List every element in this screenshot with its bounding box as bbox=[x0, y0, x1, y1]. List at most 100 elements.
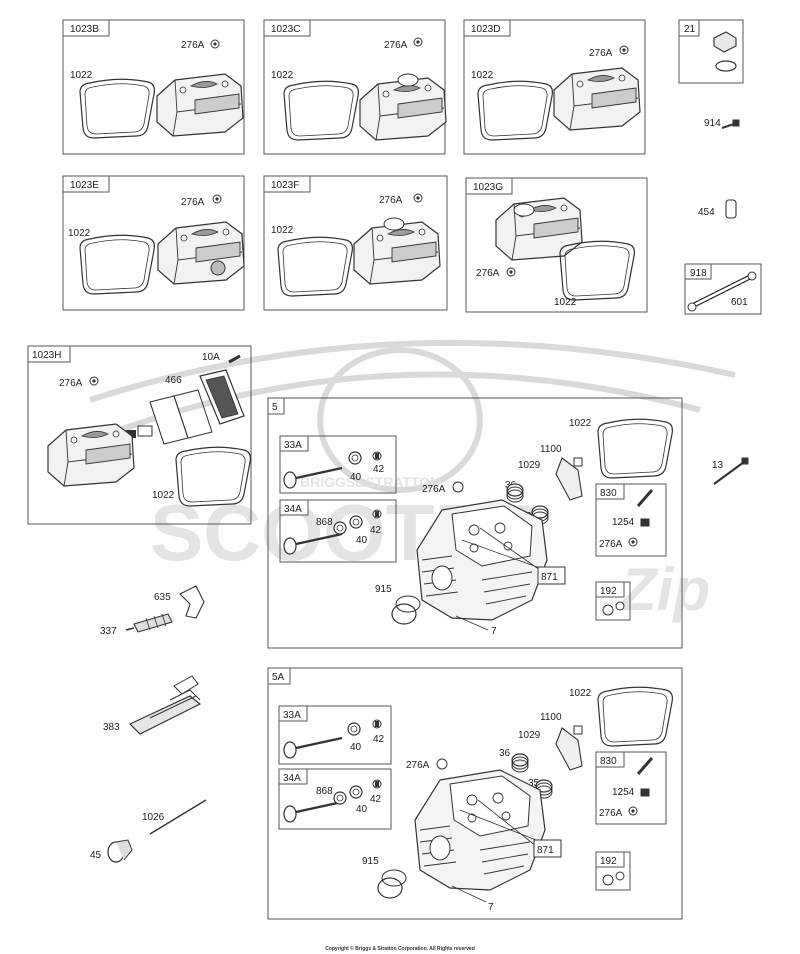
tab-5A: 5A bbox=[272, 672, 285, 683]
label-1022: 1022 bbox=[152, 490, 175, 501]
tab-1023H: 1023H bbox=[32, 350, 61, 361]
label-1254: 1254 bbox=[612, 787, 635, 798]
group-1023H: 1023H 10A 276A 466 1022 bbox=[27, 345, 252, 525]
label-40: 40 bbox=[350, 742, 362, 753]
group-34A: 34A 868 42 40 bbox=[278, 768, 392, 830]
group-33A: 33A 40 42 bbox=[278, 705, 392, 765]
label-276A: 276A bbox=[599, 539, 623, 550]
part-454 bbox=[725, 199, 737, 219]
label-40: 40 bbox=[350, 472, 362, 483]
tab-34A: 34A bbox=[283, 773, 301, 784]
group-5: 5 1022 1100 1029 276A 36 35 871 915 7 bbox=[267, 397, 683, 649]
bolt-914 bbox=[721, 123, 735, 129]
tab-1023F: 1023F bbox=[271, 180, 299, 191]
label-868: 868 bbox=[316, 786, 333, 797]
label-1254: 1254 bbox=[612, 517, 635, 528]
tab-830: 830 bbox=[600, 488, 617, 499]
tab-1023D: 1023D bbox=[471, 24, 500, 35]
label-1022: 1022 bbox=[271, 225, 294, 236]
tab-5: 5 bbox=[272, 402, 278, 413]
label-871: 871 bbox=[541, 572, 558, 583]
ignition-armature bbox=[128, 695, 202, 735]
group-192: 192 bbox=[595, 581, 631, 621]
label-276A: 276A bbox=[422, 484, 446, 495]
watermark: BRIGGS&STRATTON SCOOTER Zip bbox=[89, 339, 736, 623]
label-42: 42 bbox=[373, 734, 385, 745]
group-34A: 34A 868 42 40 bbox=[279, 499, 397, 563]
label-276A: 276A bbox=[379, 195, 403, 206]
label-1022: 1022 bbox=[554, 297, 577, 308]
label-1029: 1029 bbox=[518, 730, 541, 741]
label-1022: 1022 bbox=[271, 70, 294, 81]
label-40: 40 bbox=[356, 535, 368, 546]
group-192: 192 bbox=[595, 851, 631, 891]
group-1023F: 1023F 276A 1022 bbox=[263, 175, 448, 311]
label-1022: 1022 bbox=[68, 228, 91, 239]
label-635: 635 bbox=[154, 592, 171, 603]
label-1026: 1026 bbox=[142, 812, 165, 823]
label-276A: 276A bbox=[181, 40, 205, 51]
tab-1023E: 1023E bbox=[70, 180, 99, 191]
label-10A: 10A bbox=[202, 352, 220, 363]
tab-33A: 33A bbox=[284, 440, 302, 451]
tab-192: 192 bbox=[600, 586, 617, 597]
label-1100: 1100 bbox=[540, 712, 562, 723]
tab-34A: 34A bbox=[284, 504, 302, 515]
label-915: 915 bbox=[375, 584, 392, 595]
label-7: 7 bbox=[491, 626, 497, 637]
label-466: 466 bbox=[165, 375, 182, 386]
group-33A: 33A 40 42 bbox=[279, 435, 397, 494]
group-21: 21 bbox=[678, 19, 744, 84]
label-337: 337 bbox=[100, 626, 117, 637]
label-276A: 276A bbox=[181, 197, 205, 208]
label-915: 915 bbox=[362, 856, 379, 867]
group-1023G: 1023G 276A 1022 bbox=[465, 177, 648, 313]
label-1022: 1022 bbox=[471, 70, 494, 81]
spark-plug-boot bbox=[179, 585, 205, 619]
label-1022: 1022 bbox=[70, 70, 93, 81]
tab-1023B: 1023B bbox=[70, 24, 99, 35]
group-830: 830 1254 276A bbox=[595, 751, 667, 825]
tab-1023C: 1023C bbox=[271, 24, 300, 35]
group-1023D: 1023D 276A 1022 bbox=[463, 19, 646, 155]
spark-plug bbox=[133, 613, 173, 633]
label-1100: 1100 bbox=[540, 444, 562, 455]
label-45: 45 bbox=[90, 850, 102, 861]
label-42: 42 bbox=[370, 794, 382, 805]
watermark-script-text: Zip bbox=[618, 556, 710, 623]
label-1022: 1022 bbox=[569, 688, 592, 699]
label-1029: 1029 bbox=[518, 460, 541, 471]
label-601: 601 bbox=[731, 297, 748, 308]
label-276A: 276A bbox=[406, 760, 430, 771]
label-914: 914 bbox=[704, 118, 721, 129]
group-830: 830 1254 276A bbox=[595, 483, 667, 557]
label-276A: 276A bbox=[384, 40, 408, 51]
watermark-top-text: BRIGGS&STRATTON bbox=[300, 474, 440, 490]
group-5A: 5A 1022 1100 1029 276A 36 35 871 915 7 bbox=[267, 667, 683, 920]
label-7: 7 bbox=[488, 902, 494, 913]
bolt-13 bbox=[713, 461, 745, 485]
tab-192: 192 bbox=[600, 856, 617, 867]
label-1022: 1022 bbox=[569, 418, 592, 429]
label-454: 454 bbox=[698, 207, 715, 218]
label-13: 13 bbox=[712, 460, 724, 471]
group-918: 918 601 bbox=[684, 263, 762, 315]
label-40: 40 bbox=[356, 804, 368, 815]
label-868: 868 bbox=[316, 517, 333, 528]
label-36: 36 bbox=[499, 748, 511, 759]
tab-918: 918 bbox=[690, 268, 707, 279]
label-276A: 276A bbox=[589, 48, 613, 59]
label-276A: 276A bbox=[599, 808, 623, 819]
group-1023E: 1023E 276A 1022 bbox=[62, 175, 245, 311]
label-276A: 276A bbox=[476, 268, 500, 279]
tab-830: 830 bbox=[600, 756, 617, 767]
tab-1023G: 1023G bbox=[473, 182, 503, 193]
rod-1026 bbox=[149, 799, 207, 835]
label-871: 871 bbox=[537, 845, 554, 856]
copyright-text: Copyright © Briggs & Stratton Corporatio… bbox=[325, 945, 475, 952]
label-276A: 276A bbox=[59, 378, 83, 389]
tab-21: 21 bbox=[684, 24, 696, 35]
label-383: 383 bbox=[103, 722, 120, 733]
label-42: 42 bbox=[373, 464, 385, 475]
